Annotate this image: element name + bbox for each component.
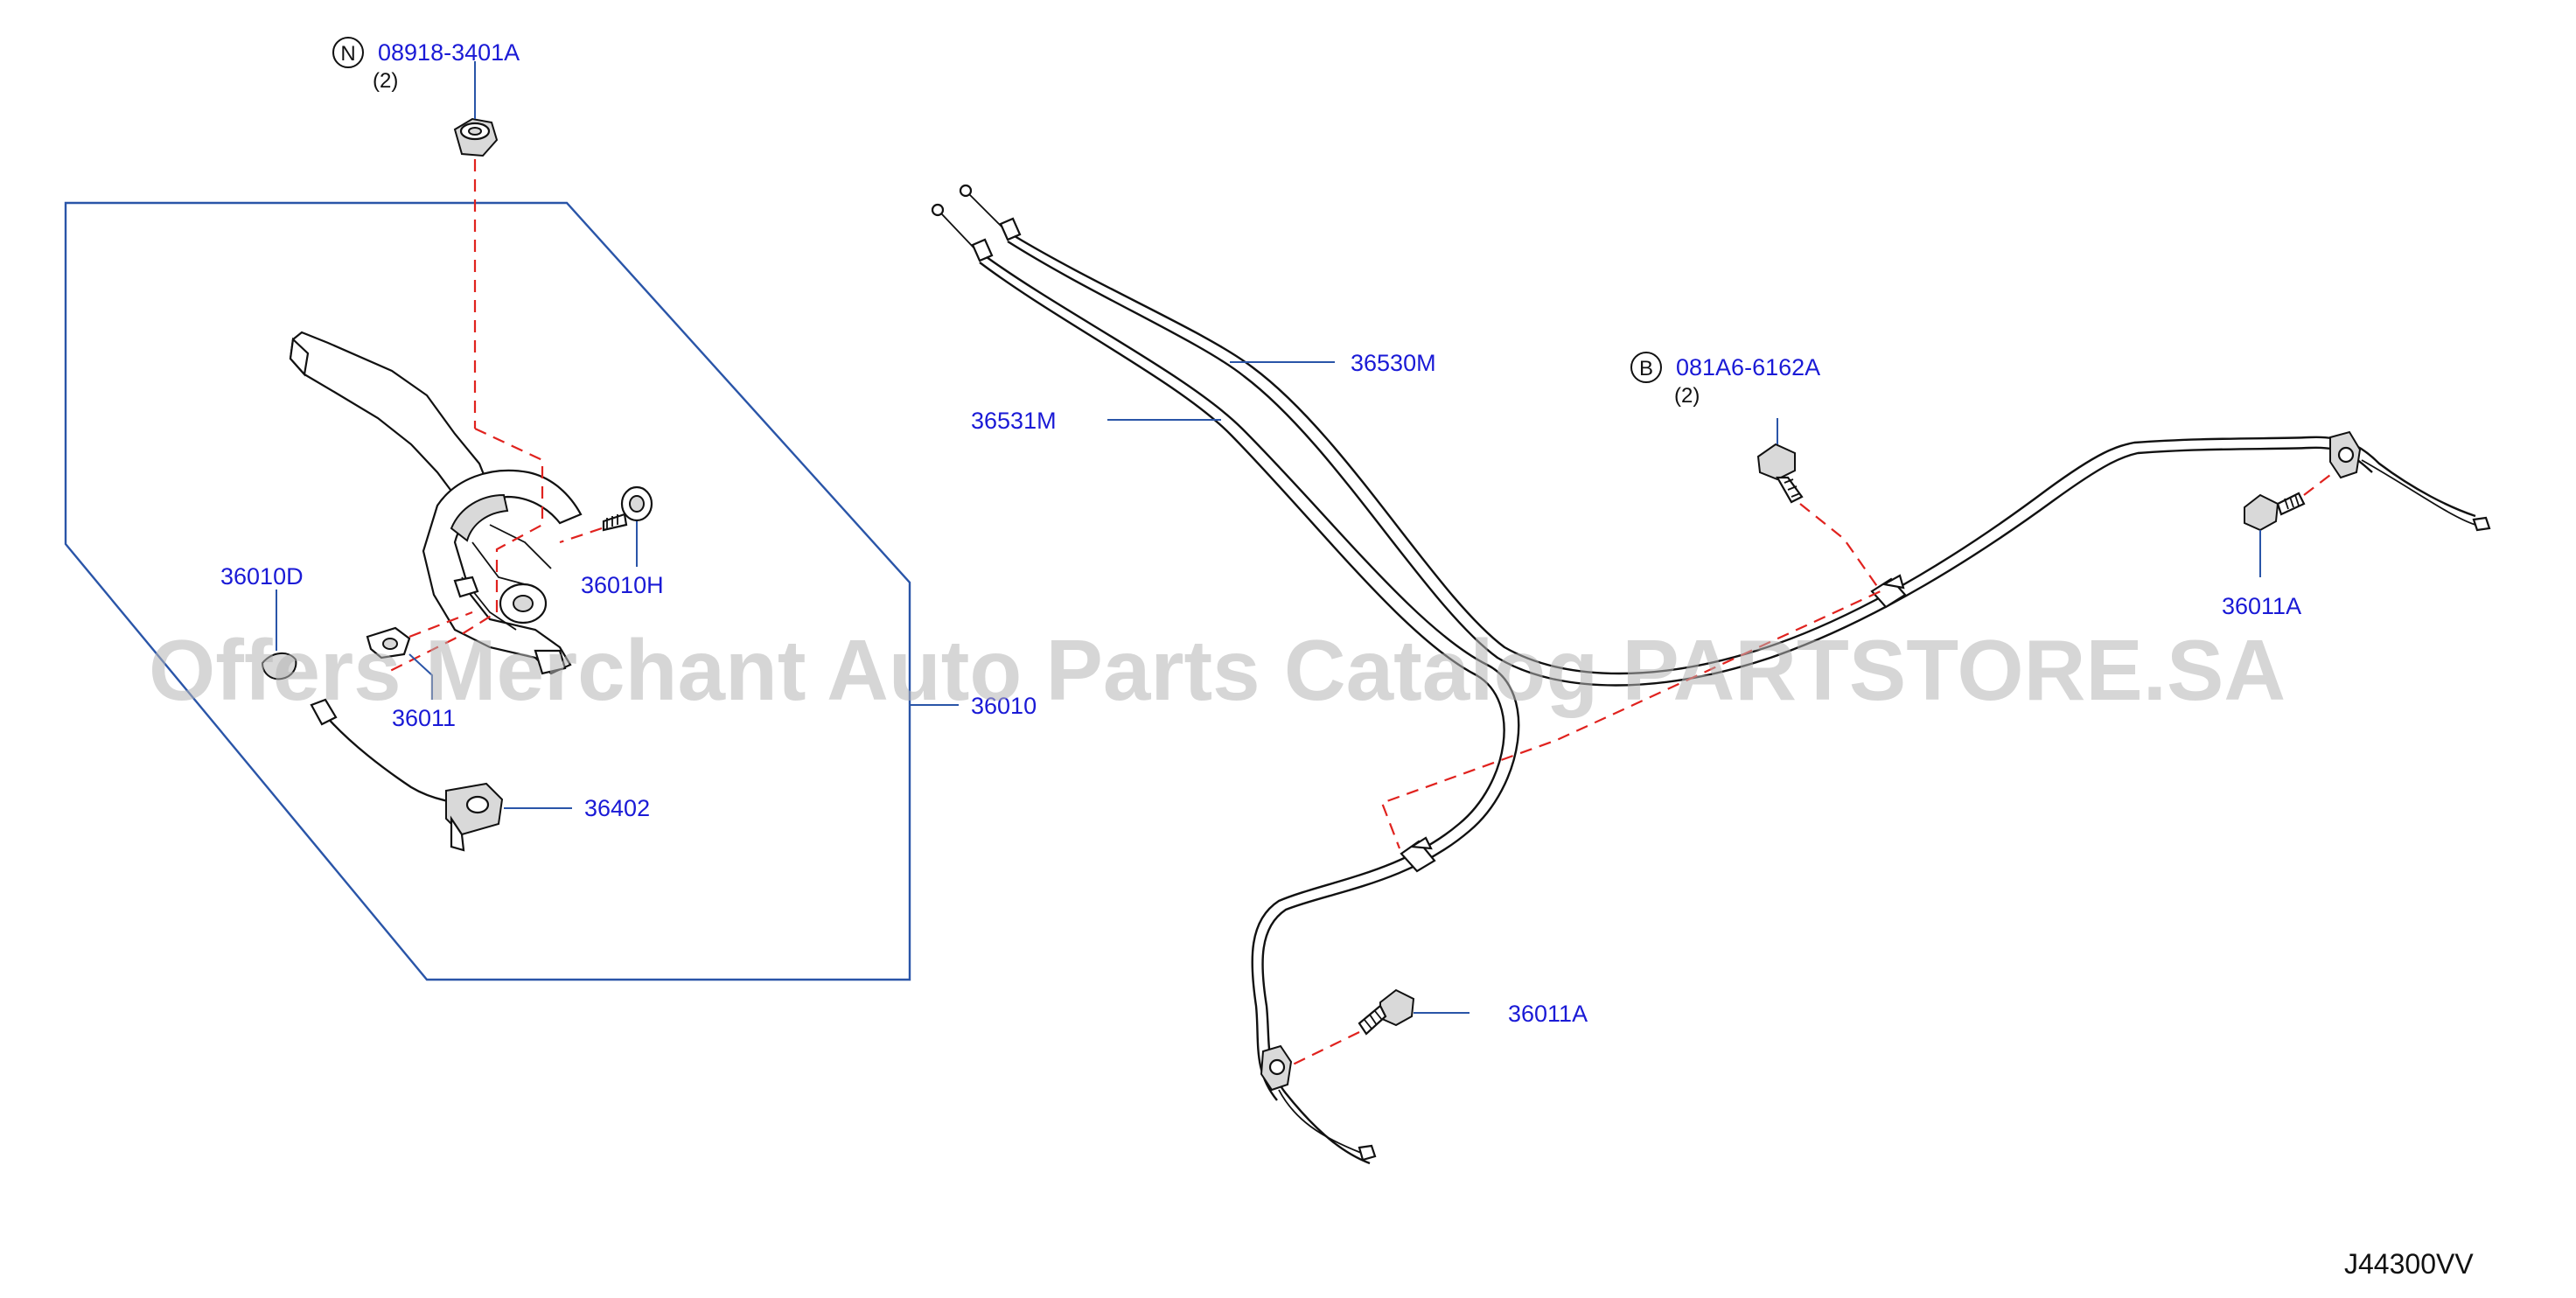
- bolt-right-icon[interactable]: [2244, 492, 2306, 532]
- parking-brake-lever-icon[interactable]: [289, 331, 583, 675]
- bolt-lower-part-number[interactable]: 36011A: [1508, 1001, 1588, 1027]
- bolt-right-dashed-guide: [2303, 471, 2335, 496]
- bolt-lower-dashed-guide: [1290, 1031, 1360, 1066]
- left-cable-end-bracket-icon[interactable]: [1260, 1044, 1377, 1162]
- bolt-lower-icon[interactable]: [1358, 988, 1415, 1036]
- right-cable-part-number[interactable]: 36530M: [1351, 350, 1436, 376]
- lever-assembly-part-number[interactable]: 36010: [971, 693, 1037, 719]
- left-cable-line-outer: [979, 262, 1505, 1101]
- nut-badge: N: [332, 37, 364, 68]
- bolt-b-part-number[interactable]: 081A6-6162A: [1676, 354, 1820, 380]
- lever-pin-bolt-icon[interactable]: [602, 485, 653, 532]
- nut-quantity: (2): [373, 69, 398, 93]
- left-cable-part-number[interactable]: 36531M: [971, 408, 1057, 434]
- switch-part-number[interactable]: 36402: [584, 795, 650, 821]
- bolt-b-badge-letter: B: [1639, 357, 1653, 380]
- bolt-right-part-number[interactable]: 36011A: [2222, 593, 2301, 619]
- right-cable-end-bracket-icon[interactable]: [2329, 430, 2491, 532]
- nut-part-number[interactable]: 08918-3401A: [378, 39, 520, 66]
- bolt-b-icon[interactable]: [1756, 443, 1804, 504]
- lever-dashed-guide: [384, 428, 544, 674]
- bracket-dashed-guide: [408, 611, 473, 639]
- right-cable-line-outer: [1007, 240, 2373, 687]
- bracket-part-number[interactable]: 36011: [392, 705, 456, 731]
- lever-pin-dashed-guide: [559, 527, 603, 544]
- lever-pin-part-number[interactable]: 36010H: [581, 572, 664, 598]
- cable-clip-right-icon[interactable]: [1870, 574, 1907, 609]
- figure-code: J44300VV: [2344, 1248, 2474, 1280]
- nut-icon[interactable]: [453, 117, 499, 157]
- watermark-text: Offers Merchant Auto Parts Catalog PARTS…: [149, 622, 2286, 718]
- bolt-b-badge: B: [1630, 352, 1662, 383]
- nut-badge-letter: N: [340, 42, 355, 66]
- bracket-leader-line: [408, 653, 433, 700]
- cable-front-ends-icon[interactable]: [931, 184, 1022, 262]
- lever-grip-icon[interactable]: [261, 652, 297, 680]
- bracket-clip-icon[interactable]: [366, 626, 411, 659]
- cable-clip-left-icon[interactable]: [1400, 836, 1436, 873]
- bolt-b-dashed-guide: [1380, 503, 1882, 849]
- lever-grip-part-number[interactable]: 36010D: [220, 563, 304, 590]
- lever-assembly-frame: [64, 201, 911, 981]
- bolt-b-quantity: (2): [1674, 384, 1700, 408]
- right-cable-line[interactable]: [1014, 234, 2476, 675]
- brake-switch-icon[interactable]: [310, 698, 504, 852]
